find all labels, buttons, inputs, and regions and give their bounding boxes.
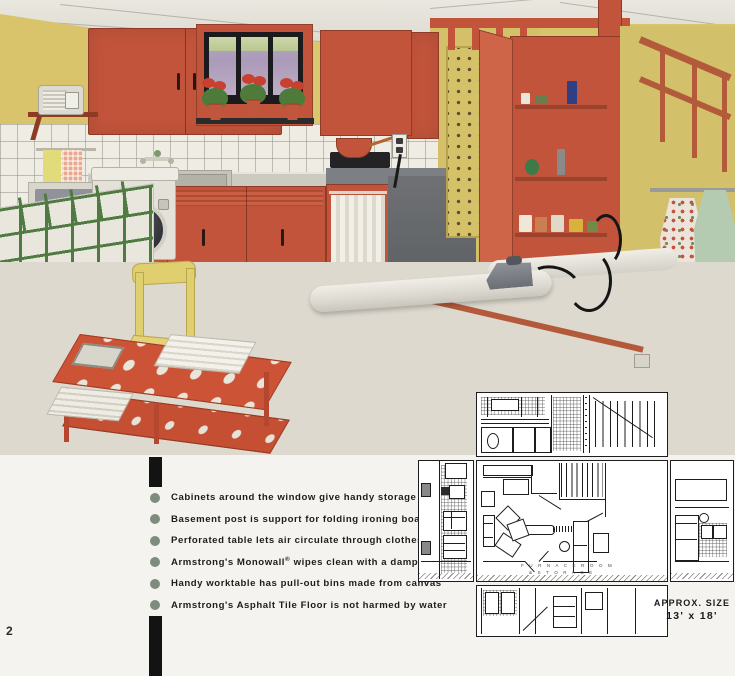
bullet-dot-icon [150,600,160,611]
towel-bar [36,148,96,151]
list-item: Cabinets around the window give handy st… [150,487,450,509]
bullet-text: Armstrong's Monowall® wipes clean with a… [171,556,448,569]
electrical-outlet-icon [392,134,407,158]
chair-post [186,268,195,342]
plan-panel-top [476,392,668,457]
bullet-dot-icon [150,578,160,589]
joist [448,28,455,50]
cabinet-handle-icon [193,73,196,90]
bullet-text: Basement post is support for folding iro… [171,513,431,525]
red-saucepan [336,138,372,158]
decorative-bar-top [149,457,162,487]
floor-plan-diagram: F U R N A C E R O O M & S T O R A G E [418,392,734,637]
window-sill [196,118,314,124]
board-wall-bracket [634,354,650,368]
bullet-text: Handy worktable has pull-out bins made f… [171,578,442,590]
geranium-plant [277,78,307,120]
upper-cabinet-center [320,30,412,136]
ceiling-beam [430,18,630,28]
plan-panel-right [670,460,734,582]
list-item: Perforated table lets air circulate thro… [150,530,450,552]
cabinet-handle-icon [177,73,180,90]
plan-panel-main: F U R N A C E R O O M & S T O R A G E [476,460,668,582]
baluster [722,76,727,172]
feature-bullet-list: Cabinets around the window give handy st… [150,487,450,616]
joist [472,28,479,50]
list-item: Basement post is support for folding iro… [150,509,450,531]
approx-size-block: APPROX. SIZE 13' x 18' [648,598,735,622]
plan-panel-left [418,460,474,582]
radio-appliance [38,85,84,115]
bullet-text: Perforated table lets air circulate thro… [171,535,423,547]
bullet-dot-icon [150,492,160,503]
geranium-plant [200,78,230,120]
curtained-cabinet [326,184,390,272]
clothes-rod [650,188,735,192]
bullet-dot-icon [150,514,160,525]
room-illustration [0,0,735,455]
iron-cord [566,250,612,312]
list-item: Armstrong's Monowall® wipes clean with a… [150,552,450,574]
decorative-bar-bottom [149,616,162,676]
baluster [660,46,665,142]
plan-panel-bottom [476,585,668,637]
bullet-text: Armstrong's Asphalt Tile Floor is not ha… [171,599,448,611]
plan-room-label-line1: F U R N A C E R O O M [521,563,614,568]
baluster [692,62,697,158]
upper-cabinet-right [407,32,439,139]
bullet-dot-icon [150,557,160,568]
bullet-text: Cabinets around the window give handy st… [171,492,450,504]
approx-size-value: 13' x 18' [666,610,718,622]
faucet-icon [140,150,174,166]
bullet-dot-icon [150,535,160,546]
plan-room-label-line2: & S T O R A G E [529,570,595,575]
approx-size-label: APPROX. SIZE [653,598,731,608]
list-item: Handy worktable has pull-out bins made f… [150,573,450,595]
page-number: 2 [6,624,13,638]
list-item: Armstrong's Asphalt Tile Floor is not ha… [150,595,450,617]
iron-cord [590,214,622,266]
geranium-plant [238,74,268,116]
